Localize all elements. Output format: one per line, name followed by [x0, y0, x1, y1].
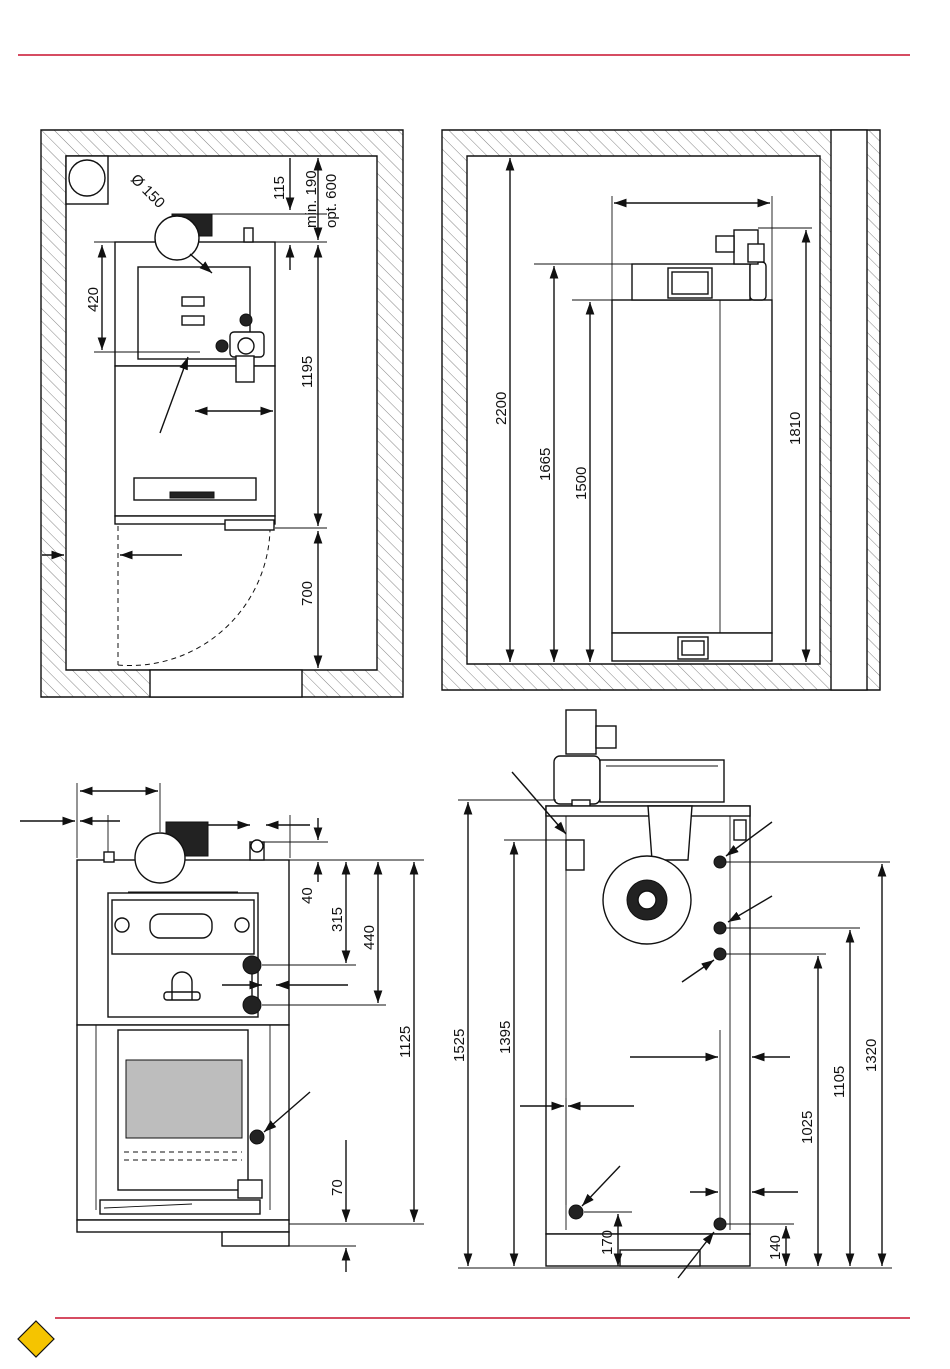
dim-1125-label: 1125 [397, 1026, 414, 1058]
dim-1500-label: 1500 [573, 467, 590, 500]
side-burner-icon [566, 710, 596, 754]
dim-1195-label: 1195 [299, 356, 316, 388]
front-view: 40 315 440 1125 70 [20, 783, 424, 1272]
plan-door-gap [150, 670, 302, 697]
plan-view: Ø 150 115 min. 190 opt. 600 420 1195 700 [41, 130, 403, 697]
dim-40-label: 40 [299, 887, 316, 904]
dim-115-label: 115 [271, 176, 288, 200]
elevation-boiler-body [612, 300, 772, 633]
dim-700-label: 700 [299, 581, 316, 606]
dim-140-label: 140 [767, 1235, 784, 1260]
plan-flue-icon [155, 216, 199, 260]
dim-opt600-label: opt. 600 [323, 174, 340, 228]
dim-1810-label: 1810 [787, 412, 804, 445]
dim-170-label: 170 [599, 1230, 616, 1255]
side-elevation-view: 2200 1665 1500 1810 [442, 130, 880, 690]
chimney-box [66, 156, 108, 204]
dim-440-label: 440 [361, 925, 378, 950]
front-control-panel [108, 893, 258, 1017]
dim-1320-label: 1320 [863, 1039, 880, 1072]
diamond-logo-icon [18, 1321, 54, 1357]
dim-1395-label: 1395 [497, 1021, 514, 1054]
dim-1105-label: 1105 [831, 1066, 848, 1098]
side-view: 1525 1395 1025 1105 1320 170 140 [451, 710, 892, 1278]
dim-420-label: 420 [85, 287, 102, 312]
dim-1665-label: 1665 [537, 448, 554, 481]
dim-1025-label: 1025 [799, 1111, 816, 1144]
dim-315-label: 315 [329, 907, 346, 932]
dim-2200-label: 2200 [493, 392, 510, 425]
front-flue-icon [135, 833, 185, 883]
dim-min190-label: min. 190 [303, 170, 320, 228]
flue-diameter-label: Ø 150 [127, 171, 168, 212]
dim-70-label: 70 [329, 1179, 346, 1196]
front-inspection-plate [126, 1060, 242, 1138]
door-swing-arc [118, 530, 270, 666]
dim-1525-label: 1525 [451, 1029, 468, 1062]
